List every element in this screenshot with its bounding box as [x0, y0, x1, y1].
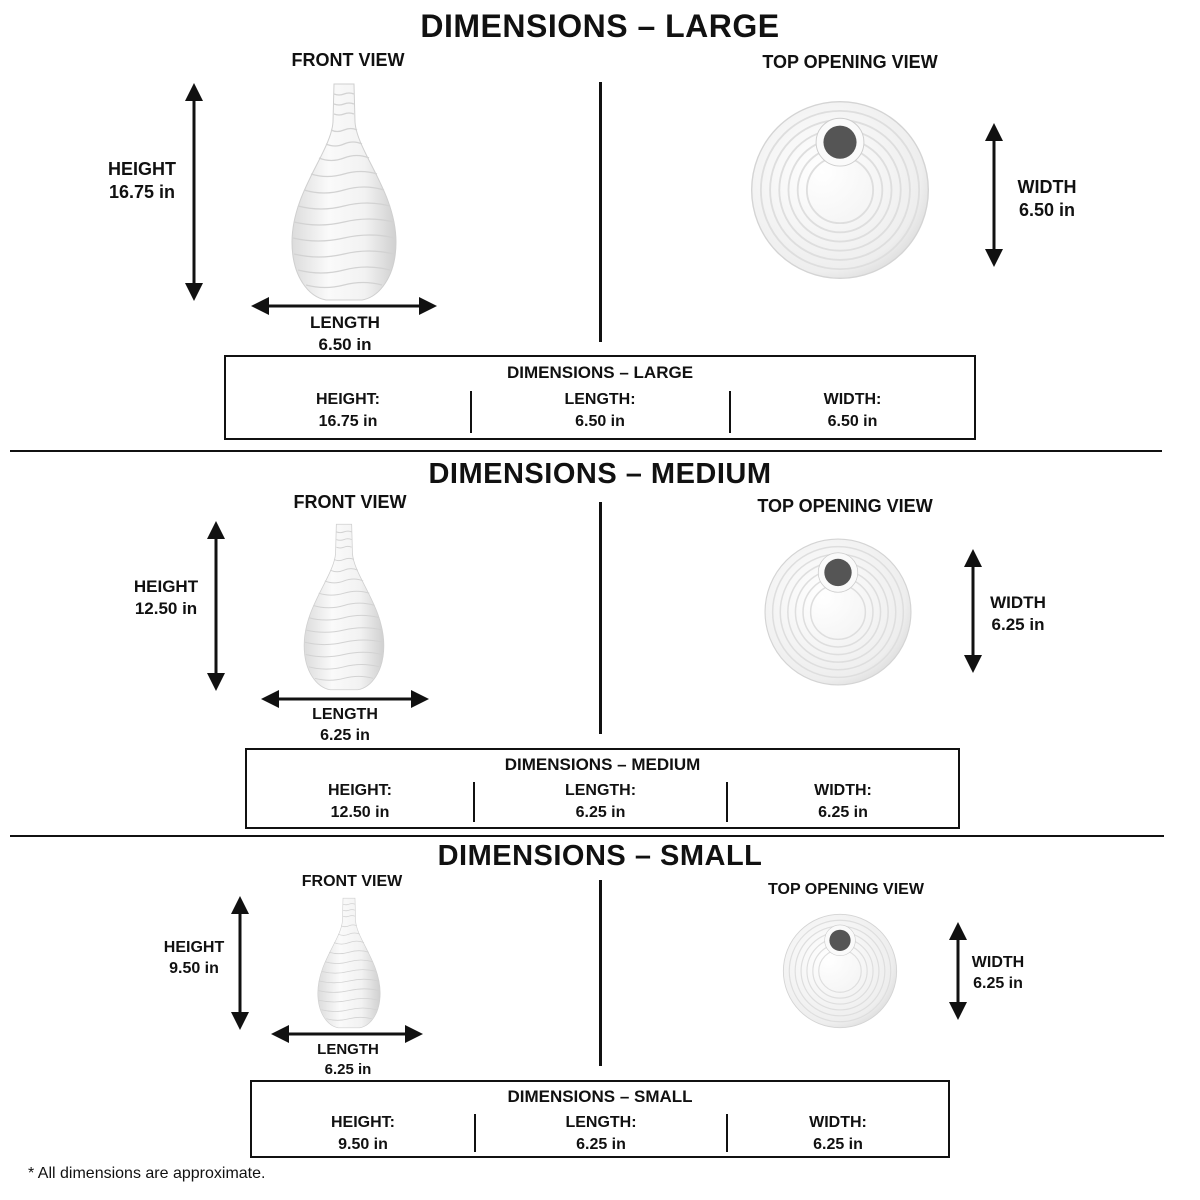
height-arrow-large [185, 83, 203, 301]
divider-vertical-large [599, 82, 602, 342]
dimensions-box-large: DIMENSIONS – LARGE HEIGHT:16.75 in LENGT… [224, 355, 976, 440]
front-view-label-medium: FRONT VIEW [293, 492, 407, 512]
box-length-small: LENGTH:6.25 in [565, 1114, 637, 1153]
length-arrow-large [251, 297, 437, 315]
top-view-label-large: TOP OPENING VIEW [762, 52, 938, 72]
vase-top-large [748, 98, 932, 282]
width-arrow-large [985, 123, 1003, 267]
box-sep-2-medium [726, 782, 728, 822]
box-height-large: HEIGHT:16.75 in [316, 391, 380, 430]
divider-vertical-medium [599, 502, 602, 734]
top-view-label-medium: TOP OPENING VIEW [757, 496, 933, 516]
section-title-medium: DIMENSIONS – MEDIUM [428, 458, 772, 490]
vase-top-medium [762, 536, 914, 688]
vase-top-small [781, 912, 899, 1030]
box-sep-1-small [474, 1114, 476, 1152]
front-view-label-small: FRONT VIEW [301, 873, 403, 890]
front-view-label-large: FRONT VIEW [291, 50, 405, 70]
box-title-large: DIMENSIONS – LARGE [506, 363, 694, 382]
length-arrow-small [271, 1025, 423, 1043]
width-arrow-medium [964, 549, 982, 673]
section-divider-1 [10, 450, 1162, 452]
box-title-small: DIMENSIONS – SMALL [507, 1087, 693, 1106]
box-sep-2-small [726, 1114, 728, 1152]
box-width-large: WIDTH:6.50 in [823, 391, 882, 430]
dimensions-box-small: DIMENSIONS – SMALL HEIGHT:9.50 in LENGTH… [250, 1080, 950, 1158]
box-width-small: WIDTH:6.25 in [809, 1114, 867, 1153]
box-height-small: HEIGHT:9.50 in [331, 1114, 395, 1153]
vase-front-medium [298, 518, 390, 696]
length-arrow-medium [261, 690, 429, 708]
height-arrow-medium [207, 521, 225, 691]
vase-front-large [284, 82, 404, 302]
section-divider-2 [10, 835, 1164, 837]
box-sep-2-large [729, 391, 731, 433]
box-sep-1-medium [473, 782, 475, 822]
width-arrow-small [949, 922, 967, 1020]
vase-front-small [313, 895, 385, 1031]
box-sep-1-large [470, 391, 472, 433]
box-length-medium: LENGTH:6.25 in [564, 782, 637, 821]
box-height-medium: HEIGHT:12.50 in [328, 782, 392, 821]
divider-vertical-small [599, 880, 602, 1066]
footnote: * All dimensions are approximate. [28, 1165, 266, 1182]
dimensions-box-medium: DIMENSIONS – MEDIUM HEIGHT:12.50 in LENG… [245, 748, 960, 829]
section-title-large: DIMENSIONS – LARGE [420, 8, 780, 44]
section-title-small: DIMENSIONS – SMALL [437, 840, 763, 872]
height-arrow-small [231, 896, 249, 1030]
box-width-medium: WIDTH:6.25 in [814, 782, 872, 821]
top-view-label-small: TOP OPENING VIEW [768, 881, 924, 898]
box-title-medium: DIMENSIONS – MEDIUM [504, 755, 701, 774]
box-length-large: LENGTH:6.50 in [564, 391, 636, 430]
